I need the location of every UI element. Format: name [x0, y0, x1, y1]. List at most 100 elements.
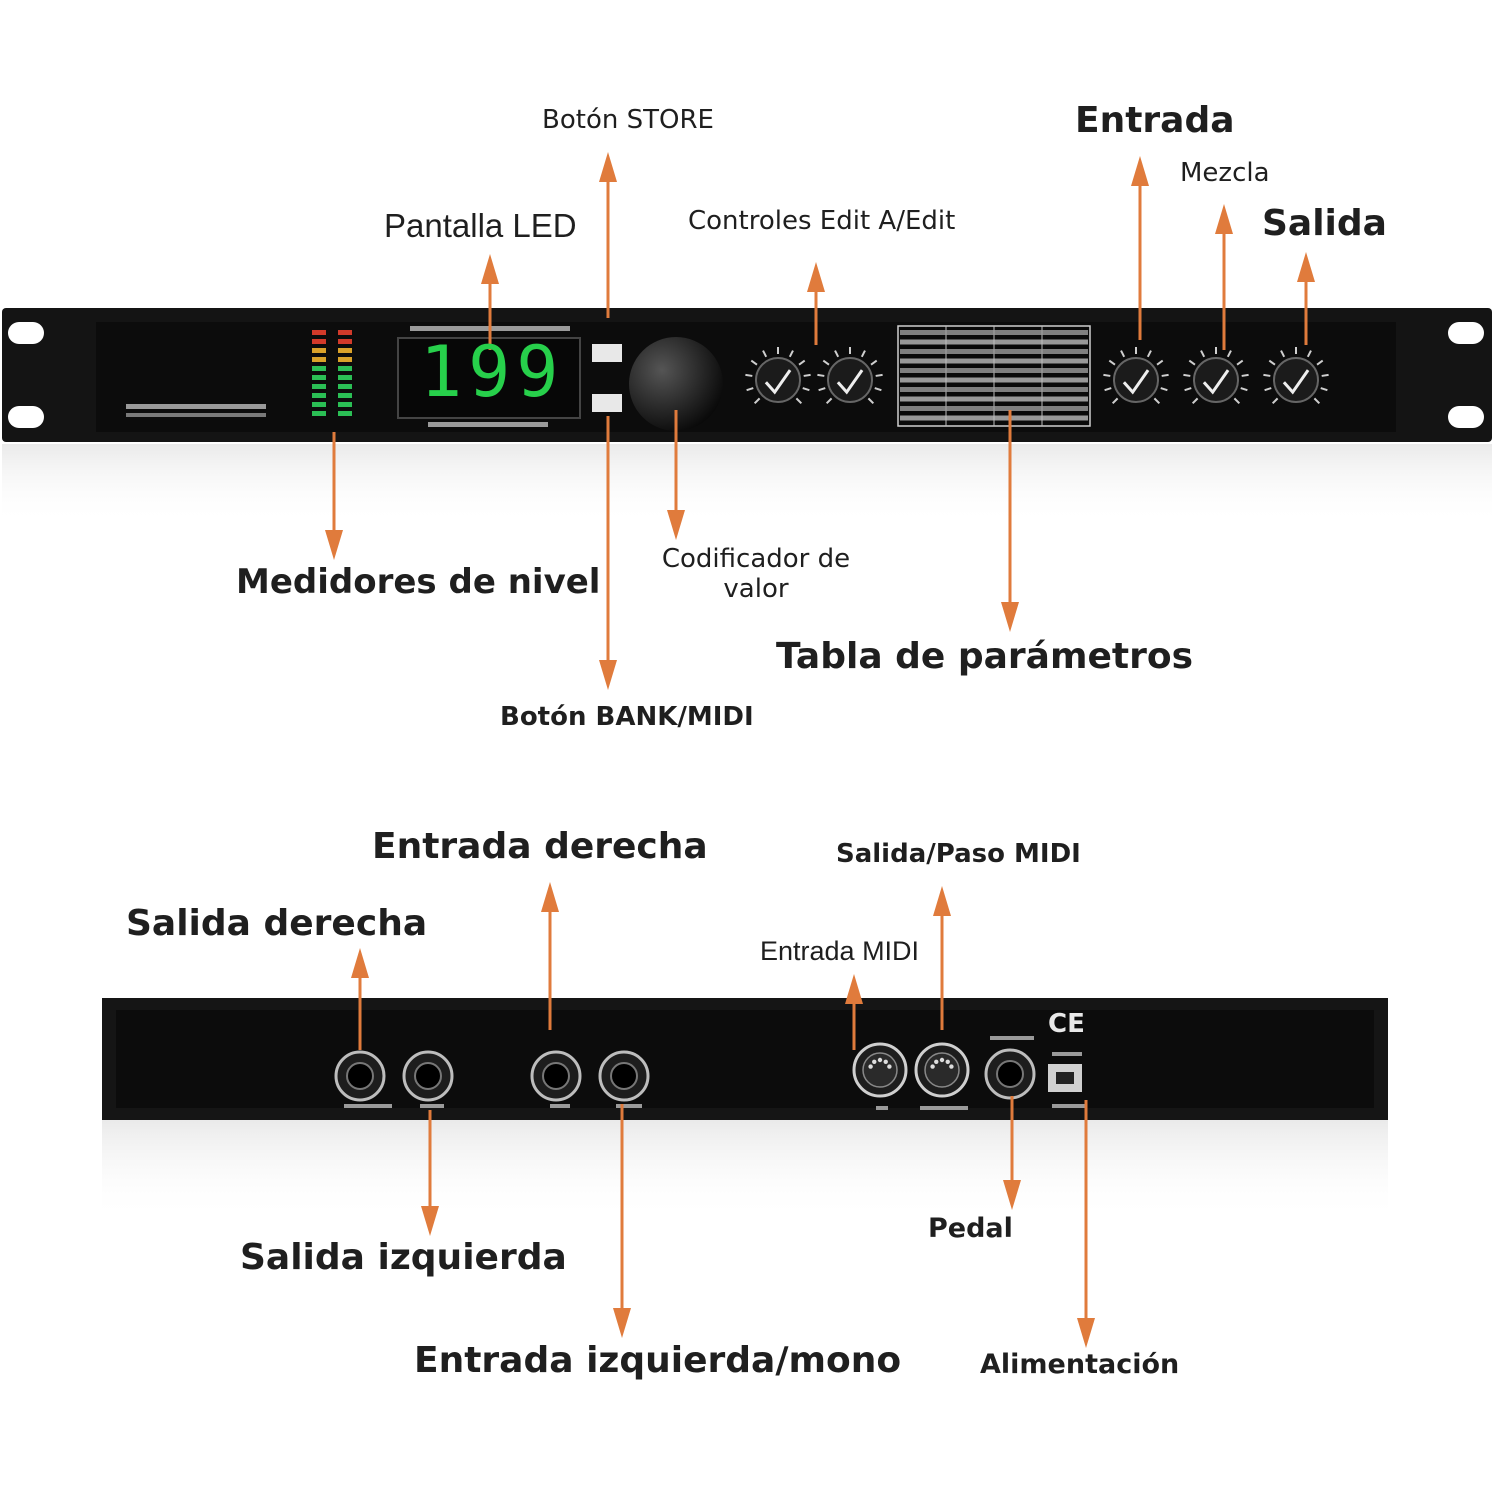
table-row: [900, 387, 1088, 392]
label-bank-midi-button: Botón BANK/MIDI: [500, 702, 754, 732]
label-mix: Mezcla: [1180, 158, 1270, 188]
knob-tick: [875, 373, 883, 377]
knob-tick: [788, 350, 794, 358]
knob-pointer: [836, 369, 864, 395]
knob-pointer: [1122, 369, 1150, 395]
arrow-pedal: [1003, 1096, 1021, 1210]
knob-tick: [1236, 359, 1244, 366]
knob-tick: [802, 387, 810, 392]
ce-mark: CE: [1048, 1009, 1085, 1039]
table-row: [900, 330, 1088, 335]
knob-tick: [1233, 397, 1241, 405]
silkscreen-text: [876, 1106, 888, 1110]
din-inner: [862, 1052, 898, 1088]
label-level-meters: Medidores de nivel: [236, 562, 601, 602]
arrow-store-button: [599, 152, 617, 318]
meter-led: [338, 339, 352, 344]
din-pin: [883, 1059, 888, 1065]
label-right-output: Salida derecha: [126, 903, 428, 944]
din-pin: [887, 1064, 892, 1069]
knob-tick: [1161, 373, 1169, 377]
label-led-display: Pantalla LED: [384, 207, 577, 244]
arrow-left-mono-input: [613, 1104, 631, 1338]
meter-led: [338, 357, 352, 362]
din-inner: [924, 1052, 960, 1088]
arrow-right-output: [351, 948, 369, 1050]
knob-tick: [1160, 387, 1168, 392]
arrow-midi-in: [845, 974, 863, 1050]
input-knob: [1113, 357, 1159, 403]
silkscreen-text: [990, 1036, 1034, 1040]
knob-tick: [1240, 387, 1248, 392]
edit-b-knob: [827, 357, 873, 403]
parameter-table: [897, 325, 1091, 427]
knob-tick: [1111, 397, 1119, 405]
label-value-encoder: Codificador de valor: [661, 544, 851, 604]
knob-tick: [822, 359, 830, 366]
label-parameter-table: Tabla de parámetros: [776, 636, 1194, 677]
bank-midi-button[interactable]: [592, 394, 622, 412]
meter-led: [338, 402, 352, 407]
table-row: [900, 396, 1088, 402]
table-row: [900, 368, 1088, 373]
meter-led: [338, 330, 352, 335]
arrow-left-output: [421, 1110, 439, 1236]
label-store-button: Botón STORE: [542, 105, 714, 135]
jack-hole: [996, 1060, 1024, 1088]
knob-tick: [870, 359, 878, 366]
meter-led: [312, 366, 326, 371]
din-pin: [945, 1059, 950, 1065]
level-meters: [312, 330, 352, 416]
silkscreen-text: [1052, 1052, 1082, 1056]
arrow-midi-out-thru: [933, 886, 951, 1030]
din-pin: [934, 1059, 939, 1065]
knob-tick: [1146, 350, 1152, 358]
knob-tick: [1306, 350, 1312, 358]
knob-tick: [795, 397, 803, 405]
knob-tick: [1200, 350, 1206, 358]
knob-tick: [798, 359, 806, 366]
knob-tick: [750, 359, 758, 366]
arrow-led-display: [481, 254, 499, 350]
knob-tick: [825, 397, 833, 405]
label-input: Entrada: [1075, 100, 1235, 141]
knob-tick: [1153, 397, 1161, 405]
knob-tick: [1316, 359, 1324, 366]
knob-tick: [1120, 350, 1126, 358]
mix-knob: [1193, 357, 1239, 403]
knob-tick: [834, 350, 840, 358]
knob-tick: [817, 373, 825, 377]
label-midi-out-thru: Salida/Paso MIDI: [836, 839, 1081, 869]
meter-led: [312, 348, 326, 353]
label-left-output: Salida izquierda: [240, 1237, 567, 1278]
silkscreen-text: [420, 1104, 444, 1108]
meter-led: [338, 375, 352, 380]
jack-hole: [542, 1062, 570, 1090]
knob-tick: [860, 350, 866, 358]
silkscreen-text: [344, 1104, 392, 1108]
silkscreen-text: [550, 1104, 570, 1108]
label-right-input: Entrada derecha: [372, 826, 708, 867]
knob-tick: [1263, 373, 1271, 377]
din-pin: [877, 1057, 883, 1063]
din-pin: [949, 1064, 954, 1069]
meter-led: [312, 330, 326, 335]
value-encoder[interactable]: [629, 337, 723, 431]
din-pin: [939, 1057, 945, 1063]
silkscreen-text: [616, 1104, 642, 1108]
arrow-output: [1297, 252, 1315, 345]
silkscreen-text: [1052, 1104, 1086, 1108]
knob-tick: [818, 387, 826, 392]
knob-tick: [1226, 350, 1232, 358]
table-row: [900, 339, 1088, 345]
meter-led: [338, 393, 352, 398]
label-output: Salida: [1262, 203, 1387, 244]
knob-tick: [1241, 373, 1249, 377]
knob-pointer: [1282, 369, 1310, 395]
store-button[interactable]: [592, 344, 622, 362]
knob-tick: [1104, 387, 1112, 392]
arrow-mix: [1215, 204, 1233, 350]
knob-tick: [762, 350, 768, 358]
